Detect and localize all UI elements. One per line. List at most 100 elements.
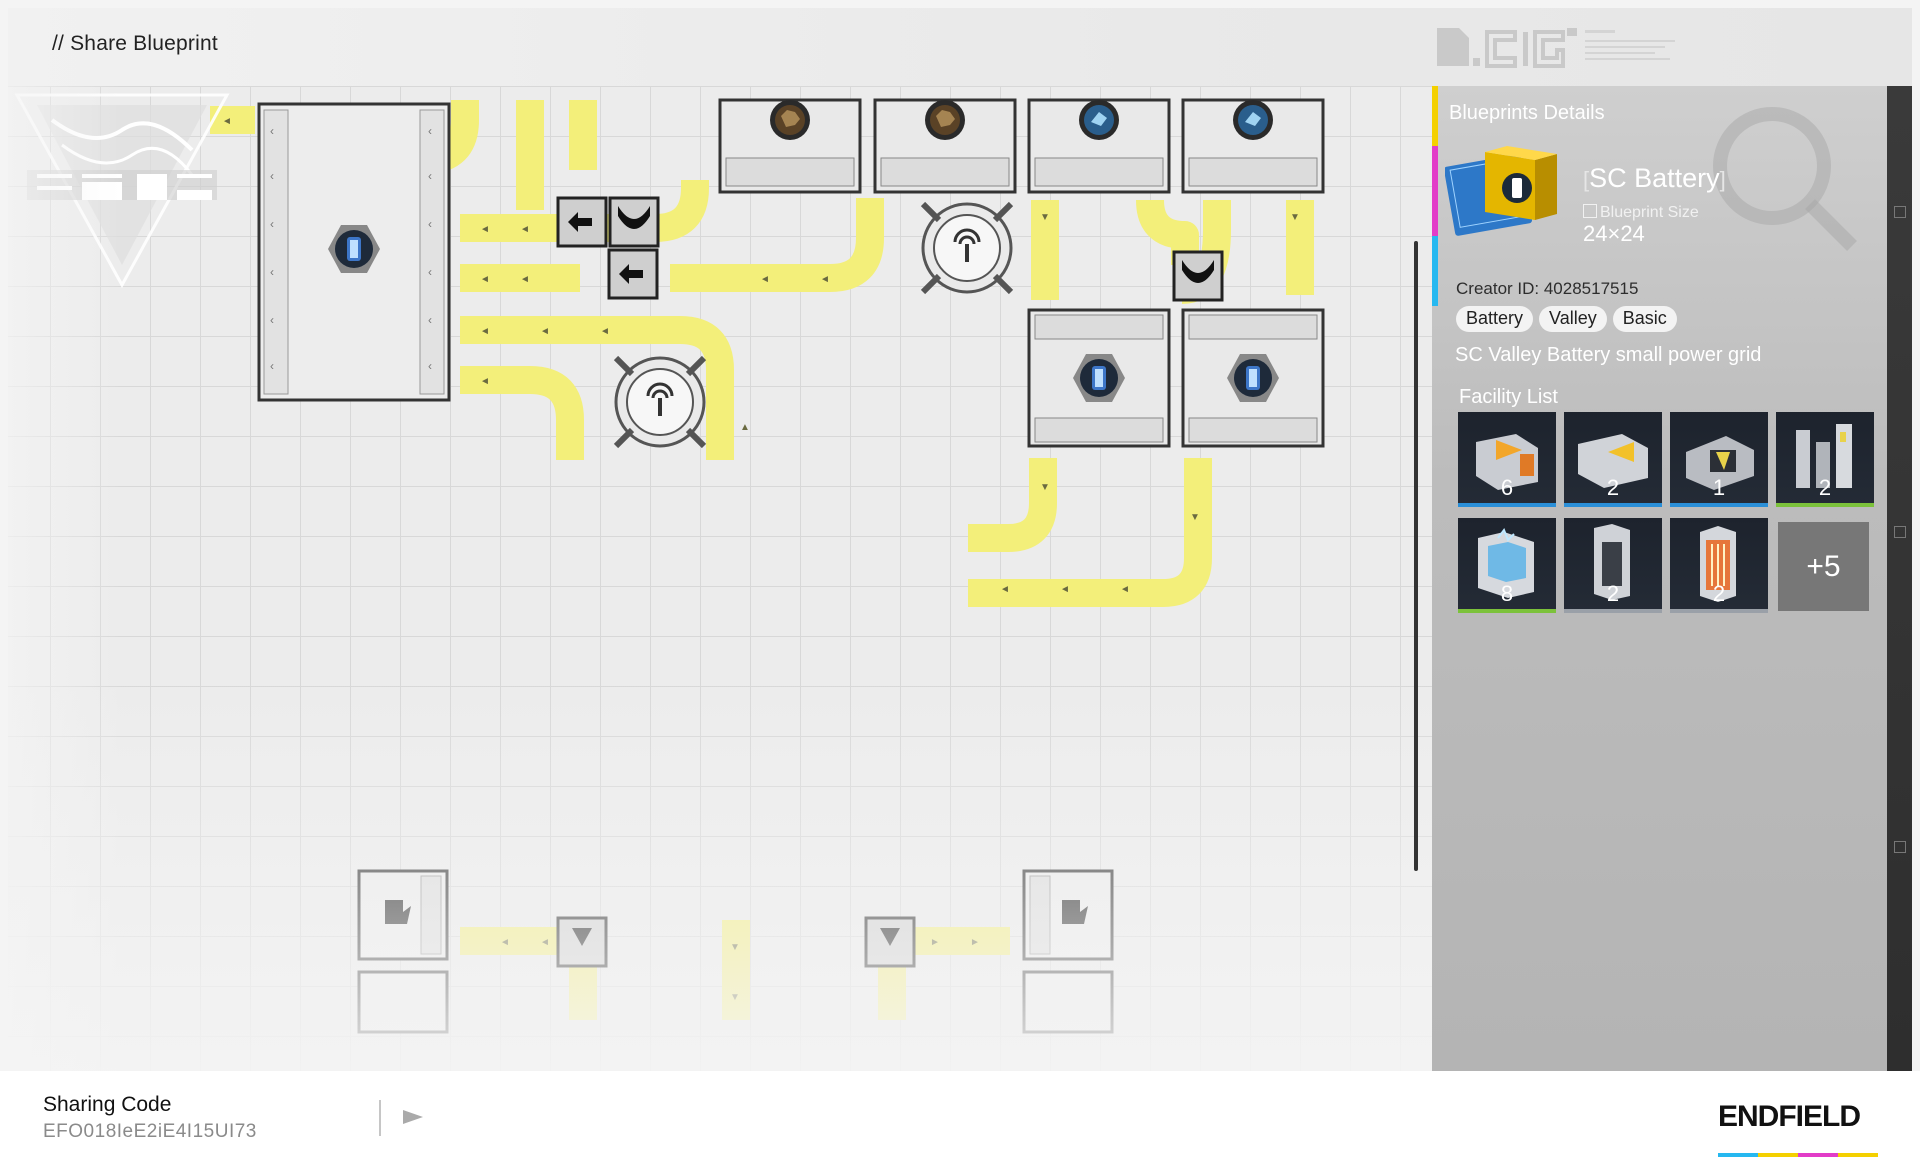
svg-text:◄: ◄ (480, 376, 490, 387)
svg-text:◄: ◄ (480, 274, 490, 285)
tag-basic[interactable]: Basic (1612, 306, 1677, 332)
name-open-bracket: [ (1583, 167, 1590, 192)
blueprint-map[interactable]: ◄ ◄◄ ◄◄ ◄◄◄ ◄◄◄ ◄▲ ▼▼ ▼▼ ◄◄◄ ◄◄ ►► ▼▼ ‹‹… (8, 86, 1432, 1071)
svg-text:◄: ◄ (540, 326, 550, 337)
svg-text:◄: ◄ (1000, 584, 1010, 595)
svg-text:▼: ▼ (730, 942, 740, 953)
tag-valley[interactable]: Valley (1539, 306, 1607, 332)
svg-text:‹: ‹ (428, 169, 432, 183)
facility-count: 8 (1500, 581, 1514, 606)
blueprint-size-label-text: Blueprint Size (1600, 204, 1699, 221)
map-scrollbar[interactable] (1414, 241, 1418, 871)
splitter-icon[interactable] (556, 916, 608, 968)
drill-crystal-1[interactable] (1027, 98, 1171, 194)
endfield-logo: ENDFIELD (1718, 1100, 1861, 1133)
facility-icon (1796, 424, 1852, 488)
svg-text:‹: ‹ (270, 265, 274, 279)
svg-text:◄: ◄ (1060, 584, 1070, 595)
facility-icon (1700, 526, 1736, 602)
blueprint-name-text: SC Battery (1589, 163, 1720, 193)
blueprint-size-label: Blueprint Size (1583, 204, 1699, 222)
facility-tier-bar (1458, 503, 1556, 507)
facility-count: 2 (1818, 475, 1832, 500)
send-arrow-icon[interactable] (403, 1110, 423, 1124)
bottom-bar (0, 1071, 1920, 1159)
facility-item[interactable]: 2 (1776, 412, 1874, 507)
storage-depot[interactable]: ‹ ‹ ‹ ‹ ‹ ‹ ‹ ‹ ‹ ‹ ‹ ‹ (257, 102, 451, 402)
blueprint-size-value: 24×24 (1583, 221, 1645, 246)
resize-icon (1583, 204, 1597, 218)
facility-tier-bar (1458, 609, 1556, 613)
facility-item[interactable]: 2 (1564, 412, 1662, 507)
filling-unit-1[interactable] (1027, 308, 1171, 448)
sharing-divider (379, 1100, 381, 1136)
facility-item[interactable]: 8 (1458, 518, 1556, 613)
splitter-icon[interactable] (556, 196, 608, 248)
facility-count: 1 (1712, 475, 1726, 500)
svg-text:‹: ‹ (270, 313, 274, 327)
svg-text:◄: ◄ (500, 937, 510, 948)
sharing-code-label: Sharing Code (43, 1093, 172, 1116)
svg-text:▼: ▼ (1290, 212, 1300, 223)
svg-text:◄: ◄ (520, 274, 530, 285)
svg-text:►: ► (930, 937, 940, 948)
drill-ore-2[interactable] (873, 98, 1017, 194)
facility-count: 6 (1500, 475, 1514, 500)
facility-item[interactable]: 1 (1670, 412, 1768, 507)
facility-more-button[interactable]: +5 (1778, 522, 1869, 611)
power-unit-1[interactable] (357, 869, 449, 1034)
converger-icon[interactable] (1172, 250, 1224, 302)
filling-unit-2[interactable] (1181, 308, 1325, 448)
relay-tower-icon[interactable] (616, 358, 704, 446)
svg-text:‹: ‹ (270, 359, 274, 373)
tag-battery[interactable]: Battery (1456, 306, 1534, 332)
facility-item[interactable]: 6 (1458, 412, 1556, 507)
splitter-icon[interactable] (607, 248, 659, 300)
converger-icon[interactable] (608, 196, 660, 248)
sharing-code-value[interactable]: EFO018IeE2iE4I15UI73 (43, 1121, 257, 1142)
facility-count: 2 (1606, 475, 1620, 500)
svg-text:‹: ‹ (428, 265, 432, 279)
svg-text:▲: ▲ (740, 422, 750, 433)
svg-text:‹: ‹ (428, 313, 432, 327)
drill-crystal-2[interactable] (1181, 98, 1325, 194)
blueprint-description: SC Valley Battery small power grid (1455, 344, 1762, 366)
svg-text:‹: ‹ (428, 359, 432, 373)
drill-ore-1[interactable] (718, 98, 862, 194)
blueprint-icon (1445, 146, 1557, 236)
panel-color-stripe (1432, 86, 1438, 306)
panel-heading: Blueprints Details (1449, 102, 1605, 124)
svg-text:◄: ◄ (520, 224, 530, 235)
facility-icon (1478, 527, 1534, 598)
facility-icon (1476, 434, 1538, 490)
facility-tier-bar (1564, 609, 1662, 613)
relay-tower-icon[interactable] (923, 204, 1011, 292)
panel-magnifier-deco-icon (1713, 107, 1857, 251)
svg-text:◄: ◄ (820, 274, 830, 285)
svg-text:‹: ‹ (270, 217, 274, 231)
logo-color-bar (1718, 1153, 1878, 1157)
svg-text:‹: ‹ (428, 124, 432, 138)
svg-text:▼: ▼ (1040, 482, 1050, 493)
facility-item[interactable]: 2 (1564, 518, 1662, 613)
facility-tier-bar (1670, 609, 1768, 613)
page-title: // Share Blueprint (52, 32, 218, 55)
svg-text:◄: ◄ (760, 274, 770, 285)
svg-text:▼: ▼ (1190, 512, 1200, 523)
splitter-icon[interactable] (864, 916, 916, 968)
brand-emblem-icon (14, 93, 230, 289)
power-unit-2[interactable] (1022, 869, 1114, 1034)
facility-count: 2 (1712, 581, 1726, 606)
facility-icon (1686, 436, 1754, 490)
facility-list-title: Facility List (1459, 386, 1558, 408)
facility-tier-bar (1670, 503, 1768, 507)
facility-tier-bar (1776, 503, 1874, 507)
creator-id: Creator ID: 4028517515 (1456, 279, 1639, 298)
svg-text:‹: ‹ (270, 124, 274, 138)
svg-text:▼: ▼ (1040, 212, 1050, 223)
svg-text:‹: ‹ (270, 169, 274, 183)
facility-item[interactable]: 2 (1670, 518, 1768, 613)
facility-count: 2 (1606, 581, 1620, 606)
svg-text:‹: ‹ (428, 217, 432, 231)
